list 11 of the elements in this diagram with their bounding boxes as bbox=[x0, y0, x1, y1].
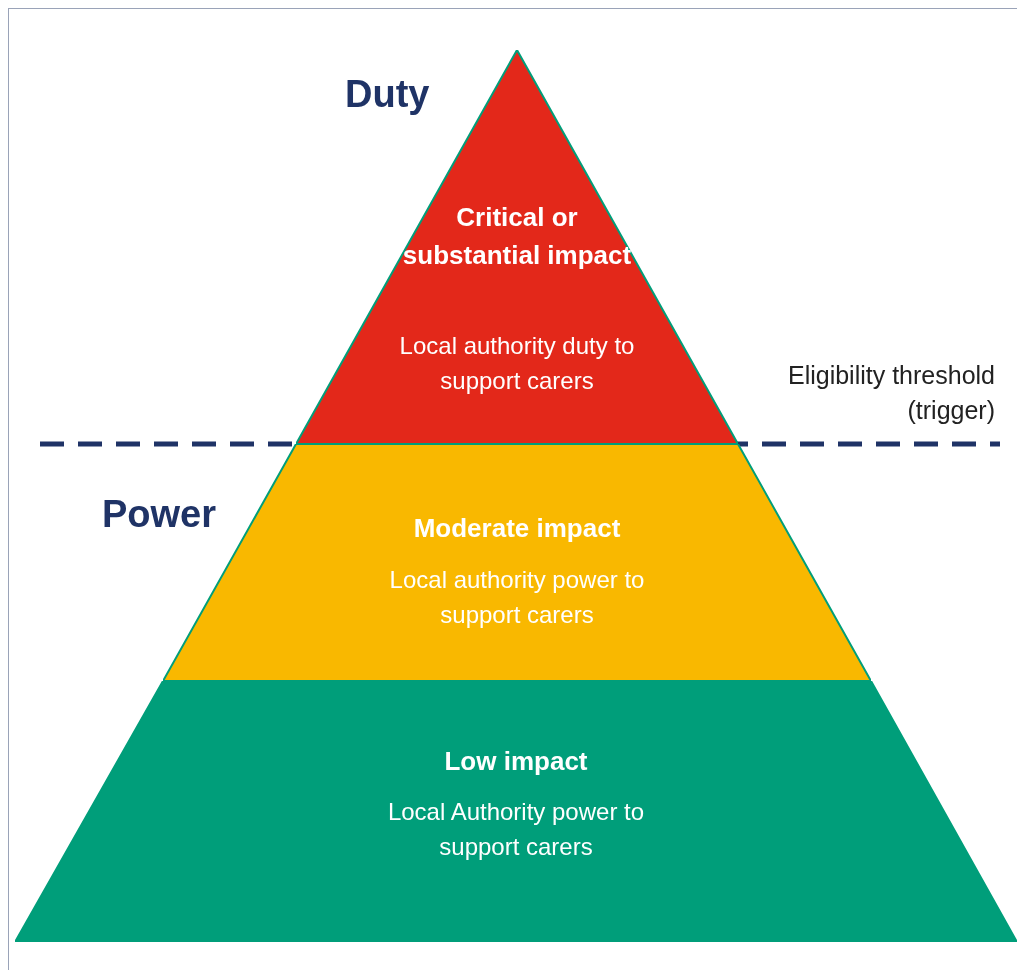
tier-description: Local authority power to support carers bbox=[388, 565, 646, 630]
tier-heading: Low impact bbox=[443, 745, 589, 778]
pyramid-base-band bbox=[15, 681, 1017, 942]
tier-heading: Critical or substantial impact bbox=[402, 201, 632, 272]
tier-heading: Moderate impact bbox=[412, 512, 622, 545]
pyramid-top-band bbox=[296, 50, 738, 444]
tier-label: Duty bbox=[345, 72, 431, 117]
tier-description: Local authority duty to support carers bbox=[398, 331, 636, 396]
tier-label: Power bbox=[102, 492, 218, 537]
tier-description: Local Authority power to support carers bbox=[386, 797, 646, 862]
threshold-label: Eligibility threshold (trigger) bbox=[786, 360, 995, 426]
